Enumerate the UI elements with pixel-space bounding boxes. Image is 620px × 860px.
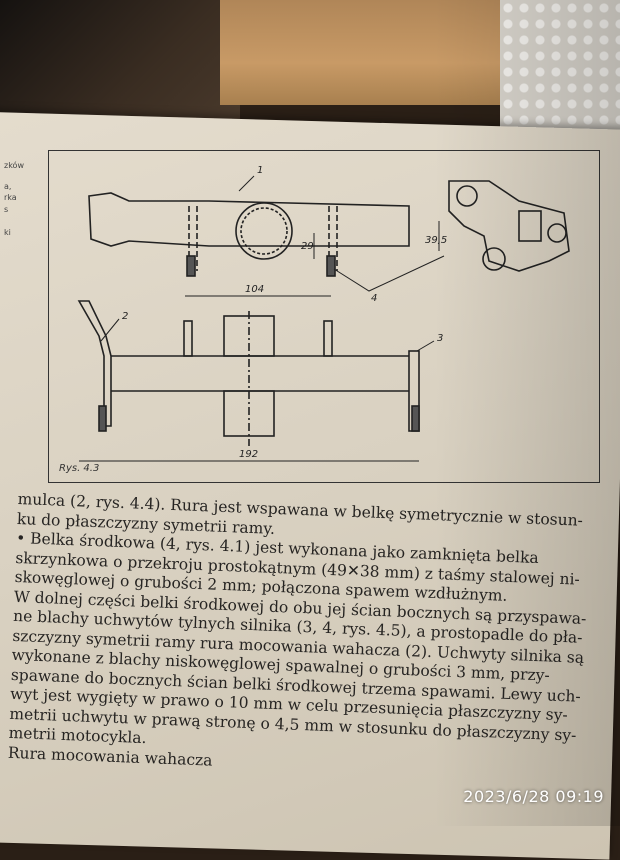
margin-text: zków a, rka s ki bbox=[4, 160, 40, 238]
dim-39-5: 39,5 bbox=[425, 235, 447, 246]
margin-line: s bbox=[4, 204, 9, 214]
margin-line: ki bbox=[4, 227, 11, 237]
dim-29: 29 bbox=[301, 241, 314, 252]
background-dark bbox=[0, 0, 240, 130]
part-label-2: 2 bbox=[122, 311, 128, 322]
tube-outer bbox=[235, 202, 293, 260]
technical-drawing: 1 2 3 4 104 29 39,5 192 Rys. 4.3 bbox=[48, 150, 600, 483]
wooden-table bbox=[220, 0, 520, 105]
margin-line: a, bbox=[4, 182, 12, 192]
dim-192: 192 bbox=[239, 449, 258, 460]
upper-beam bbox=[88, 192, 410, 247]
dim-104: 104 bbox=[245, 284, 264, 295]
photo-timestamp: 2023/6/28 09:19 bbox=[463, 787, 604, 806]
tube-inner bbox=[240, 207, 288, 255]
bent-tube bbox=[77, 300, 112, 427]
lace-cloth bbox=[500, 0, 620, 140]
part-label-3: 3 bbox=[437, 333, 443, 344]
drawing-svg: 1 2 3 4 104 29 39,5 192 bbox=[77, 165, 570, 462]
margin-line: zków bbox=[4, 161, 24, 170]
part-label-1: 1 bbox=[257, 165, 263, 176]
margin-line: rka bbox=[4, 193, 17, 203]
figure-caption: Rys. 4.3 bbox=[59, 463, 100, 474]
side-bracket bbox=[448, 180, 570, 272]
body-text: mulca (2, rys. 4.4). Rura jest wspawana … bbox=[8, 490, 620, 786]
part-label-4: 4 bbox=[371, 293, 377, 304]
